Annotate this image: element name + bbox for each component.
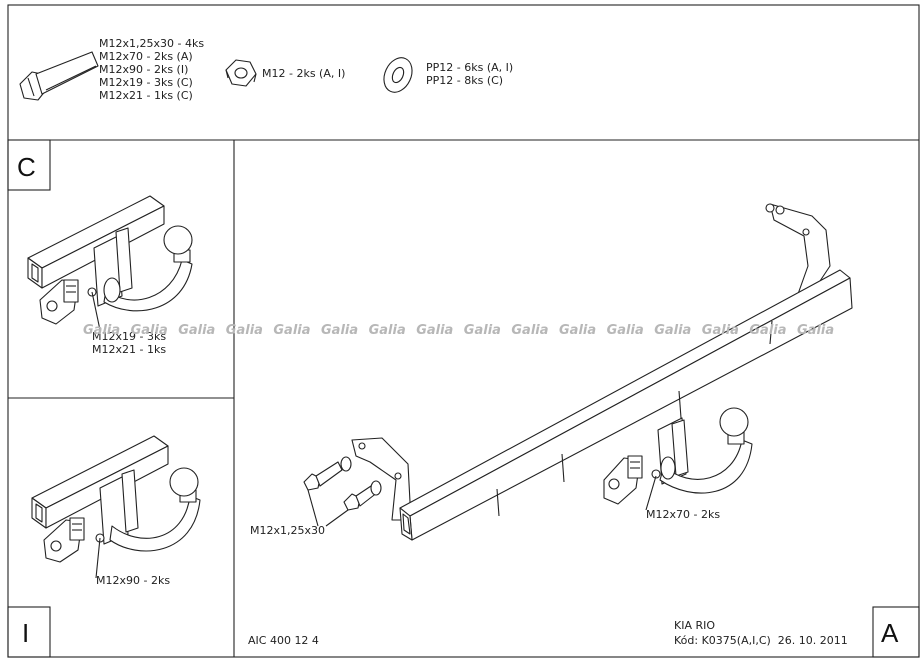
panel-c-letter-box xyxy=(7,139,51,191)
panel-i-letter-box xyxy=(7,606,51,658)
drawing-code: AIC 400 12 4 xyxy=(248,634,319,647)
washer-icon xyxy=(383,57,413,93)
watermark-text: Galia xyxy=(464,323,501,338)
watermark-text: Galia xyxy=(369,323,406,338)
panel-i: I M12x90 - 2ks xyxy=(7,435,201,658)
towbar-crossbeam-drawing xyxy=(303,203,853,541)
watermark-text: Galia xyxy=(321,323,358,338)
panel-a-bolt-callout-line xyxy=(645,475,657,511)
bolt-icon xyxy=(19,51,99,101)
towbar-assembly-i-drawing xyxy=(31,435,201,563)
bolt-spec-list: M12x1,25x30 - 4ks M12x70 - 2ks (A) M12x9… xyxy=(99,37,204,102)
panel-c: C M12x19 - 3ks xyxy=(7,139,193,356)
panel-a: A xyxy=(250,203,920,658)
watermark-text: Galia xyxy=(416,323,453,338)
bolt-spec-line: M12x90 - 2ks (I) xyxy=(99,63,188,76)
panel-i-letter: I xyxy=(22,618,29,648)
watermark-text: Galia xyxy=(273,323,310,338)
bolt-spec-line: M12x1,25x30 - 4ks xyxy=(99,37,204,50)
watermark-text: Galia xyxy=(131,323,168,338)
panel-c-callout-line xyxy=(91,291,101,331)
watermark-text: Galia xyxy=(511,323,548,338)
towbar-assembly-c-drawing xyxy=(27,195,193,325)
panel-a-bolt-callout: M12x70 - 2ks xyxy=(646,508,720,521)
watermark-row: Galia Galia Galia Galia Galia Galia Galia Galia… xyxy=(83,323,834,338)
watermark-text: Galia xyxy=(178,323,215,338)
panel-c-letter: C xyxy=(17,152,36,182)
washer-spec-line: PP12 - 6ks (A, I) xyxy=(426,61,513,74)
panel-a-letter: A xyxy=(881,618,899,648)
watermark-text: Galia xyxy=(226,323,263,338)
vehicle-model: KIA RIO xyxy=(674,619,715,632)
panel-a-bolts-callout: M12x1,25x30 xyxy=(250,524,325,537)
panel-a-bolts-callout-line xyxy=(325,509,349,527)
watermark-text: Galia xyxy=(654,323,691,338)
nut-spec-line: M12 - 2ks (A, I) xyxy=(262,67,345,80)
washer-spec-list: PP12 - 6ks (A, I) PP12 - 8ks (C) xyxy=(426,61,513,87)
panel-i-callout-line xyxy=(95,537,101,579)
panel-i-callout: M12x90 - 2ks xyxy=(96,574,170,587)
watermark-text: Galia xyxy=(559,323,596,338)
bolt-spec-line: M12x70 - 2ks (A) xyxy=(99,50,193,63)
watermark-text: Galia xyxy=(797,323,834,338)
watermark-text: Galia xyxy=(607,323,644,338)
panel-a-bolts-callout-line xyxy=(307,489,319,527)
panel-c-callout: M12x21 - 1ks xyxy=(92,343,166,356)
panel-a-letter-box xyxy=(872,606,920,658)
bolt-spec-line: M12x21 - 1ks (C) xyxy=(99,89,193,102)
kit-code-date: Kód: K0375(A,I,C) 26. 10. 2011 xyxy=(674,634,848,647)
hex-nut-icon xyxy=(225,59,257,87)
washer-spec-line: PP12 - 8ks (C) xyxy=(426,74,503,87)
watermark-text: Galia xyxy=(702,323,739,338)
bolt-spec-line: M12x19 - 3ks (C) xyxy=(99,76,193,89)
outer-frame xyxy=(7,4,920,658)
panel-c-callout: M12x19 - 3ks xyxy=(92,330,166,343)
watermark-text: Galia xyxy=(749,323,786,338)
watermark-text: Galia xyxy=(83,323,120,338)
